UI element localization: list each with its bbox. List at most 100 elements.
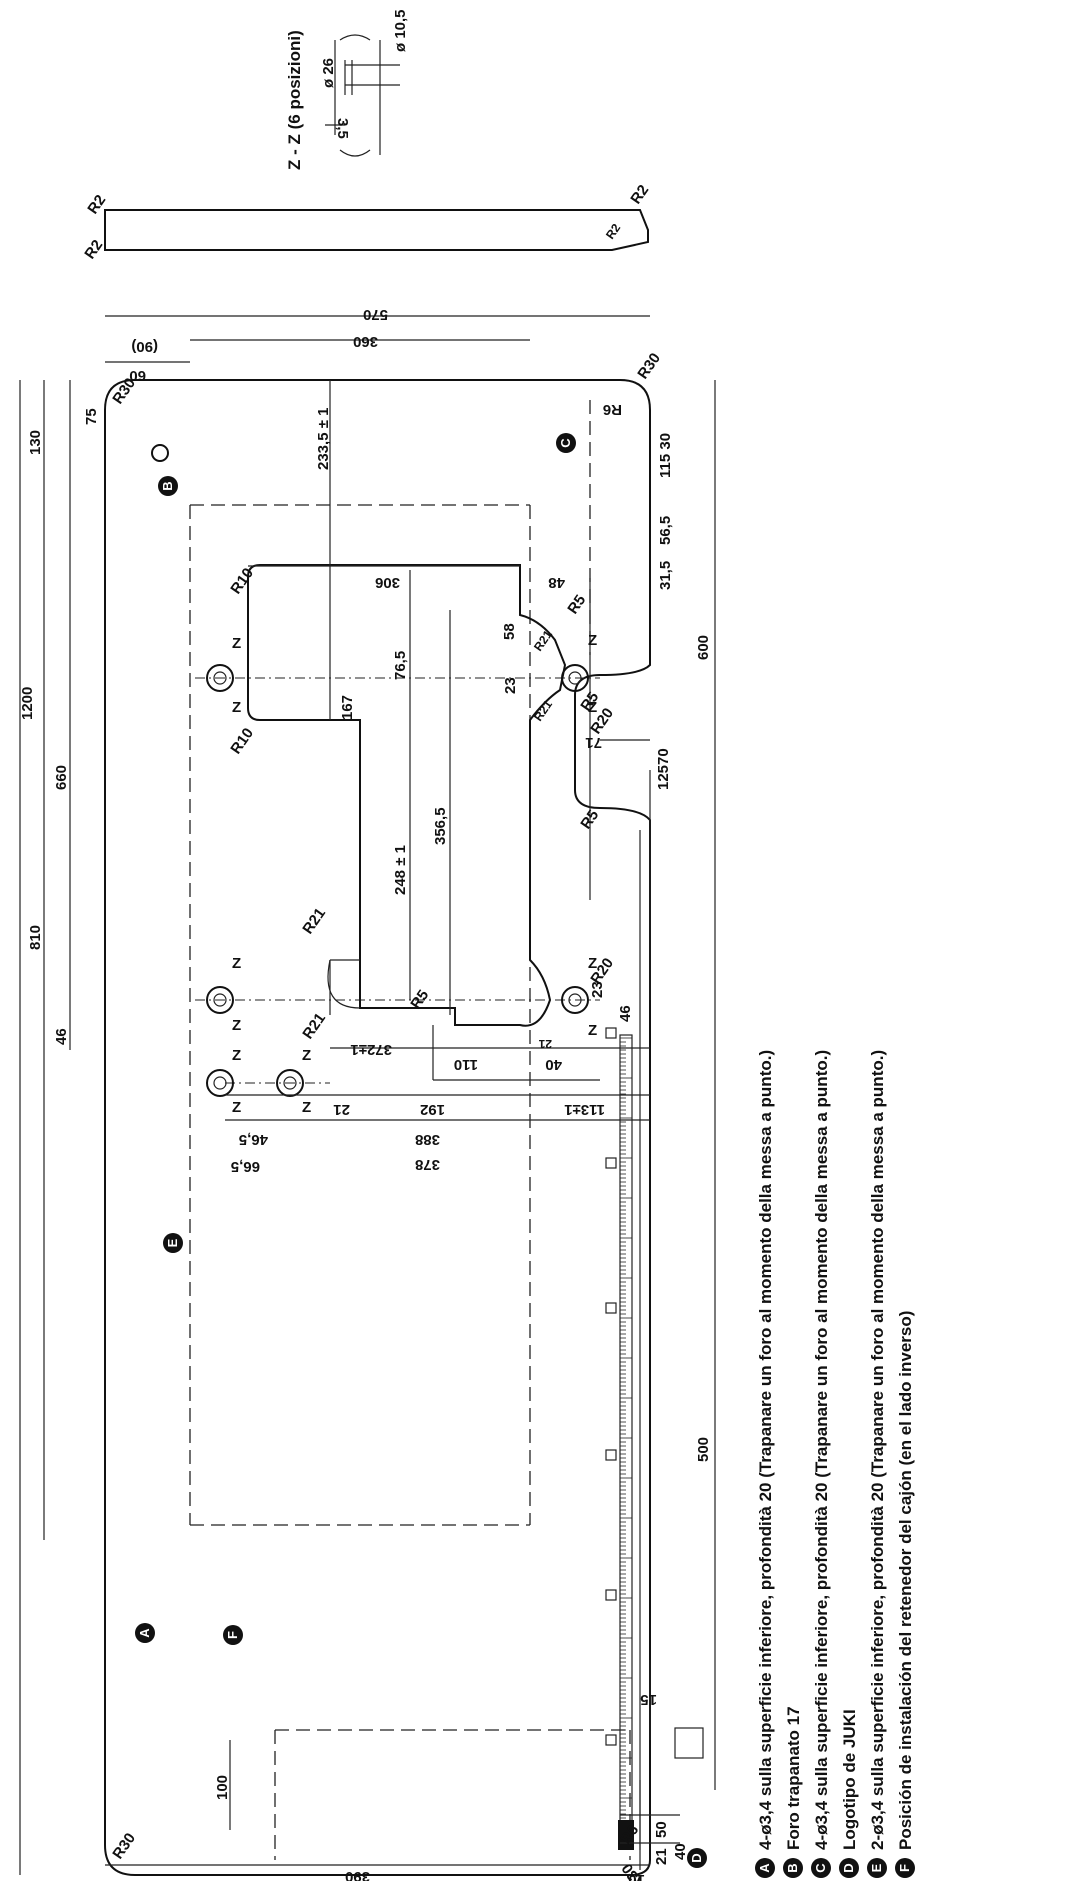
svg-text:2-ø3,4 sulla superficie inferi: 2-ø3,4 sulla superficie inferiore, profo… bbox=[868, 1050, 887, 1850]
z-holes bbox=[151, 444, 589, 1097]
svg-text:Foro trapanato 17: Foro trapanato 17 bbox=[784, 1706, 803, 1850]
section-dim: ø 26 bbox=[320, 58, 337, 88]
dim-label: 21 bbox=[653, 1848, 670, 1865]
svg-text:E: E bbox=[165, 1238, 180, 1247]
machine-cutout bbox=[247, 564, 567, 1080]
svg-text:B: B bbox=[785, 1863, 800, 1872]
radius-label: R2 bbox=[603, 221, 623, 242]
z-label: Z bbox=[302, 1099, 311, 1116]
svg-text:C: C bbox=[813, 1863, 828, 1873]
radius-label: R30 bbox=[634, 350, 664, 382]
dim-label: 570 bbox=[363, 306, 388, 323]
legend-item: E 2-ø3,4 sulla superficie inferiore, pro… bbox=[867, 1050, 887, 1878]
svg-text:B: B bbox=[160, 481, 175, 490]
hole-b bbox=[151, 444, 169, 462]
dim-label: 56,5 bbox=[657, 516, 674, 545]
hole bbox=[206, 664, 234, 692]
svg-text:A: A bbox=[137, 1628, 152, 1638]
svg-text:E: E bbox=[869, 1863, 884, 1872]
dim-label: 388 bbox=[415, 1131, 440, 1148]
legend-item: C 4-ø3,4 sulla superficie inferiore, pro… bbox=[811, 1050, 831, 1878]
legend-item: D Logotipo de JUKI bbox=[839, 1709, 859, 1878]
hole bbox=[206, 986, 234, 1014]
z-label: Z bbox=[302, 1047, 311, 1064]
hole bbox=[561, 664, 589, 692]
dim-label: 130 bbox=[27, 430, 44, 455]
radius-label: R2 bbox=[81, 237, 106, 262]
section-labels: Z - Z (6 posizioni) ø 10,5 ø 26 3,5 bbox=[285, 9, 409, 170]
svg-text:Logotipo de JUKI: Logotipo de JUKI bbox=[840, 1709, 859, 1850]
dim-label: 110 bbox=[454, 1056, 478, 1073]
dim-label: 21 bbox=[538, 1037, 552, 1051]
z-label: Z bbox=[232, 1099, 241, 1116]
dim-label: 71 bbox=[585, 734, 602, 751]
legend-item: B Foro trapanato 17 bbox=[783, 1706, 803, 1878]
dim-label: 46,5 bbox=[239, 1131, 268, 1148]
dim-label: 500 bbox=[695, 1437, 712, 1462]
svg-text:F: F bbox=[897, 1864, 912, 1872]
dimension-labels: 1200 600 570 390 130 660 810 46 75 (90) … bbox=[19, 306, 712, 1881]
dim-label: 372±1 bbox=[350, 1041, 392, 1058]
dim-label: 66,5 bbox=[231, 1158, 260, 1175]
dim-label: 31,5 bbox=[657, 561, 674, 590]
marker-a: A bbox=[135, 1623, 155, 1643]
dim-label: 390 bbox=[345, 1868, 370, 1881]
z-label: Z bbox=[232, 1047, 241, 1064]
z-label: Z bbox=[232, 1017, 241, 1034]
marker-d: D bbox=[687, 1848, 707, 1868]
dim-label: 660 bbox=[53, 765, 70, 790]
svg-text:4-ø3,4 sulla superficie inferi: 4-ø3,4 sulla superficie inferiore, profo… bbox=[756, 1050, 775, 1850]
dim-label: 248 ± 1 bbox=[392, 845, 409, 895]
legend-item: F Posición de instalación del retenedor … bbox=[895, 1311, 915, 1878]
z-label: Z bbox=[588, 1022, 597, 1039]
dim-label: 115 30 bbox=[657, 433, 674, 478]
z-label: Z bbox=[588, 632, 597, 649]
radius-label: R10 bbox=[227, 565, 257, 597]
marker-c: C bbox=[556, 433, 576, 453]
marker-e: E bbox=[163, 1233, 183, 1253]
radius-label: R5 bbox=[564, 592, 589, 617]
radius-label: R2 bbox=[627, 182, 652, 207]
z-label: Z bbox=[232, 699, 241, 716]
radius-label: R30 bbox=[109, 1830, 139, 1862]
dim-label: 360 bbox=[353, 333, 378, 350]
marker-b: B bbox=[158, 476, 178, 496]
hole bbox=[561, 986, 589, 1014]
radius-label: R21 bbox=[299, 905, 329, 937]
dim-label: 12570 bbox=[655, 748, 672, 790]
dim-label: 58 bbox=[501, 623, 518, 640]
z-label: Z bbox=[232, 635, 241, 652]
dim-label: 21 bbox=[333, 1101, 350, 1118]
dim-label: 306 bbox=[375, 574, 400, 591]
section-dim: ø 10,5 bbox=[392, 9, 409, 52]
dim-label: 75 bbox=[83, 408, 100, 425]
dim-label: 167 bbox=[339, 695, 356, 720]
svg-text:F: F bbox=[225, 1631, 240, 1639]
dim-label: 600 bbox=[695, 635, 712, 660]
side-profile bbox=[104, 209, 649, 251]
z-labels: Z Z Z Z Z Z Z Z Z Z Z Z bbox=[232, 632, 597, 1116]
dimension-lines bbox=[19, 315, 716, 1875]
radius-label: R6 bbox=[603, 401, 622, 418]
hole bbox=[276, 1069, 304, 1097]
radius-label: R5 bbox=[577, 807, 602, 832]
z-label: Z bbox=[588, 955, 597, 972]
dim-label: 40 bbox=[672, 1843, 689, 1860]
radius-label: R21 bbox=[299, 1010, 329, 1042]
dim-label: 113±1 bbox=[564, 1101, 605, 1118]
legend: A 4-ø3,4 sulla superficie inferiore, pro… bbox=[755, 1050, 915, 1878]
dashed-layout bbox=[189, 400, 631, 1860]
marker-f: F bbox=[223, 1625, 243, 1645]
svg-text:D: D bbox=[689, 1853, 704, 1862]
z-label: Z bbox=[588, 699, 597, 716]
z-label: Z bbox=[232, 955, 241, 972]
dim-label: 48 bbox=[548, 574, 565, 591]
dim-label: (90) bbox=[131, 338, 158, 355]
table-outline bbox=[104, 379, 651, 1876]
svg-text:Posición de instalación del re: Posición de instalación del retenedor de… bbox=[896, 1311, 915, 1850]
svg-text:D: D bbox=[841, 1863, 856, 1872]
svg-text:4-ø3,4 sulla superficie inferi: 4-ø3,4 sulla superficie inferiore, profo… bbox=[812, 1050, 831, 1850]
dim-label: 15 bbox=[640, 1691, 657, 1708]
ruler bbox=[605, 1027, 704, 1850]
